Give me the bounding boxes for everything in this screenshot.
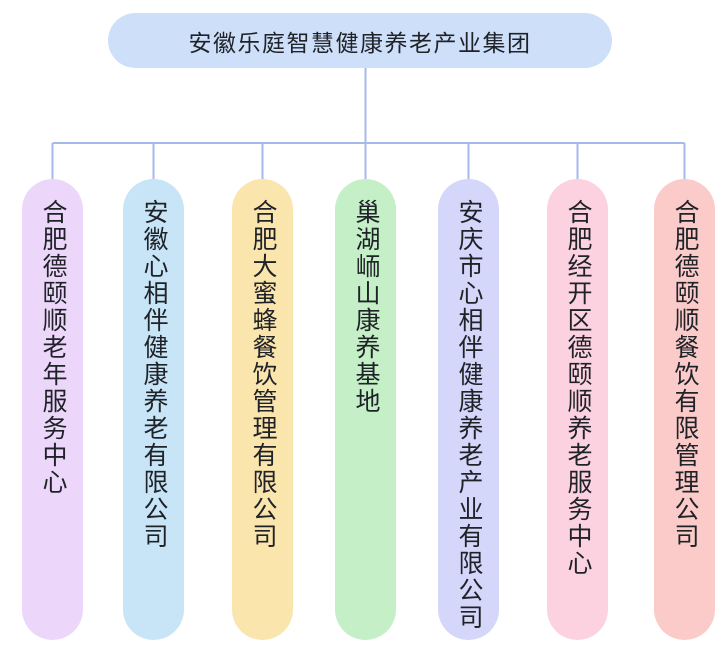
org-child-node-5[interactable]: 安庆市心相伴健康养老产业有限公司 — [438, 179, 499, 640]
org-child-label-7: 合肥德颐顺餐饮有限管理公司 — [671, 199, 699, 550]
org-child-node-1[interactable]: 合肥德颐顺老年服务中心 — [22, 179, 83, 640]
org-child-label-4: 巢湖峏山康养基地 — [352, 199, 380, 415]
org-child-label-6: 合肥经开区德颐顺养老服务中心 — [564, 199, 592, 577]
org-child-label-5: 安庆市心相伴健康养老产业有限公司 — [455, 199, 483, 631]
org-child-node-4[interactable]: 巢湖峏山康养基地 — [335, 179, 396, 640]
org-child-label-3: 合肥大蜜蜂餐饮管理有限公司 — [249, 199, 277, 550]
org-child-label-2: 安徽心相伴健康养老有限公司 — [140, 199, 168, 550]
org-child-label-1: 合肥德颐顺老年服务中心 — [39, 199, 67, 496]
org-child-node-3[interactable]: 合肥大蜜蜂餐饮管理有限公司 — [232, 179, 293, 640]
org-root-node[interactable]: 安徽乐庭智慧健康养老产业集团 — [108, 13, 612, 68]
org-child-node-7[interactable]: 合肥德颐顺餐饮有限管理公司 — [654, 179, 715, 640]
org-child-node-2[interactable]: 安徽心相伴健康养老有限公司 — [123, 179, 184, 640]
org-child-node-6[interactable]: 合肥经开区德颐顺养老服务中心 — [547, 179, 608, 640]
org-root-label: 安徽乐庭智慧健康养老产业集团 — [188, 29, 532, 56]
